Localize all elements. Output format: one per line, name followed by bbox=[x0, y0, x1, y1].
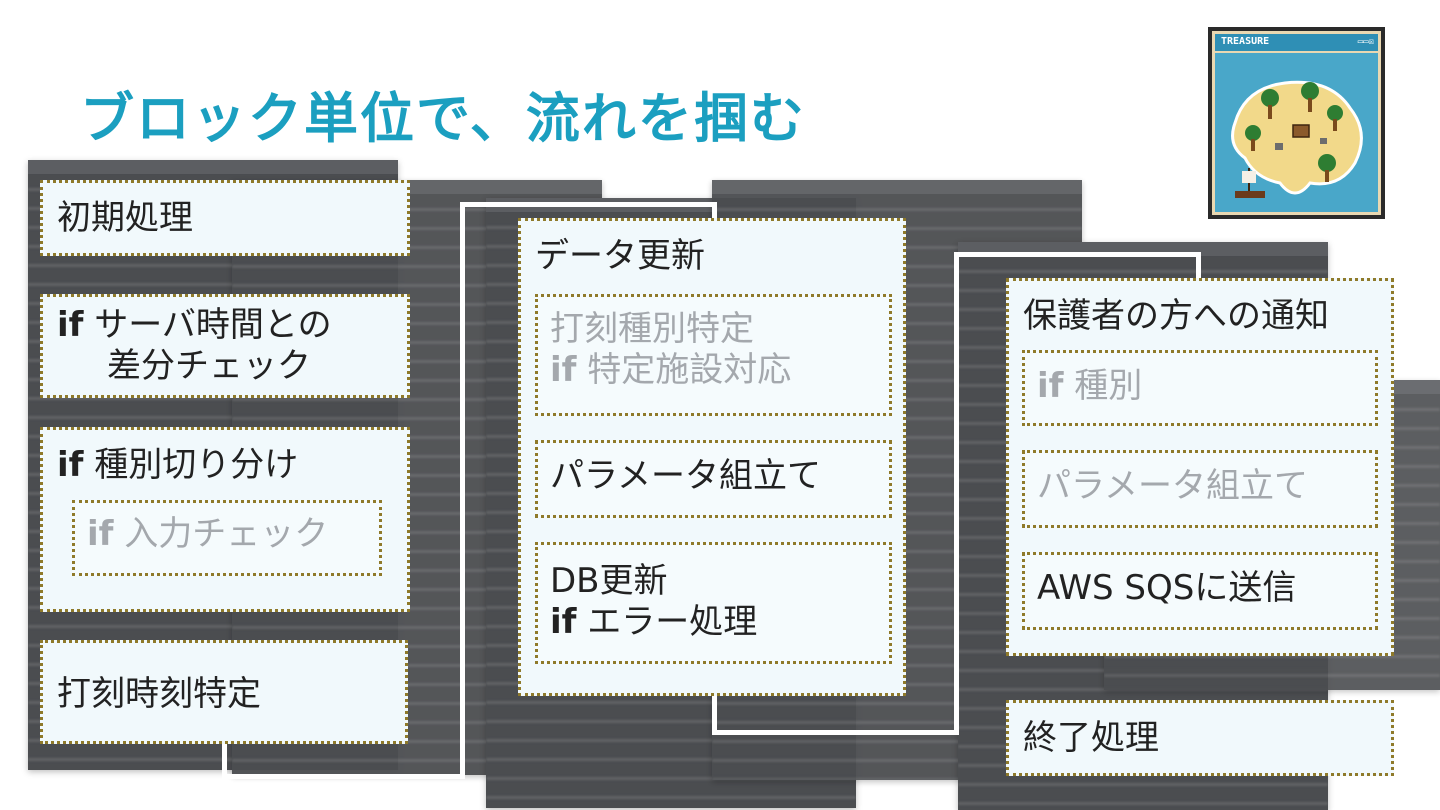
rock-icon bbox=[1275, 138, 1327, 150]
tree-trunk-icon bbox=[1251, 98, 1337, 182]
block-server-diff-line1: サーバ時間との bbox=[83, 305, 332, 345]
treasure-island-image: TREASURE ▭▭☒ bbox=[1208, 27, 1385, 219]
palm-tree-icon bbox=[1245, 82, 1343, 172]
ship-icon bbox=[1235, 168, 1265, 198]
block-data-update-title: データ更新 bbox=[535, 236, 705, 276]
block-sqs-label: AWS SQSに送信 bbox=[1037, 568, 1297, 608]
block-stamp-type-line2: 特定施設対応 bbox=[576, 349, 792, 390]
keyword-if: if bbox=[550, 601, 577, 642]
connector-line bbox=[712, 202, 717, 220]
keyword-if: if bbox=[57, 445, 84, 485]
block-stamp-time-label: 打刻時刻特定 bbox=[57, 674, 261, 714]
connector-line bbox=[222, 740, 227, 778]
keyword-if: if bbox=[57, 305, 84, 345]
block-db-update: DB更新 if エラー処理 bbox=[535, 542, 892, 664]
connector-line bbox=[712, 730, 958, 735]
block-db-update-line1: DB更新 bbox=[550, 561, 668, 601]
block-notify-params-label: パラメータ組立て bbox=[1037, 466, 1308, 506]
keyword-if: if bbox=[1037, 366, 1064, 406]
page-title: ブロック単位で、流れを掴む bbox=[80, 87, 806, 150]
connector-line bbox=[954, 252, 1200, 257]
block-end: 終了処理 bbox=[1006, 700, 1394, 776]
block-type: if 種別 bbox=[1022, 350, 1378, 426]
block-input-check-label: 入力チェック bbox=[113, 514, 329, 554]
block-end-label: 終了処理 bbox=[1023, 718, 1159, 758]
connector-line bbox=[222, 774, 464, 779]
block-notify-params: パラメータ組立て bbox=[1022, 450, 1378, 528]
block-input-check: if 入力チェック bbox=[72, 500, 382, 576]
block-params-label: パラメータ組立て bbox=[550, 456, 821, 496]
block-sqs: AWS SQSに送信 bbox=[1022, 552, 1378, 630]
island-illustration bbox=[1231, 80, 1363, 198]
keyword-if: if bbox=[550, 349, 577, 390]
block-params: パラメータ組立て bbox=[535, 440, 892, 518]
block-init: 初期処理 bbox=[40, 180, 410, 256]
block-type-split-label: 種別切り分け bbox=[83, 445, 299, 485]
block-init-label: 初期処理 bbox=[57, 198, 193, 238]
block-server-diff: if サーバ時間との 差分チェック bbox=[40, 294, 410, 398]
connector-line bbox=[460, 202, 465, 779]
connector-line bbox=[1196, 252, 1201, 280]
keyword-if: if bbox=[87, 514, 114, 554]
treasure-chest-icon bbox=[1292, 124, 1310, 138]
block-type-label: 種別 bbox=[1063, 366, 1143, 406]
connector-line bbox=[712, 692, 717, 734]
block-db-update-line2: エラー処理 bbox=[576, 601, 758, 642]
block-stamp-type-line1: 打刻種別特定 bbox=[550, 309, 754, 349]
block-stamp-type: 打刻種別特定 if 特定施設対応 bbox=[535, 294, 892, 416]
island-title-bar: TREASURE ▭▭☒ bbox=[1215, 34, 1378, 51]
island-label: TREASURE bbox=[1221, 36, 1270, 47]
window-buttons-icon: ▭▭☒ bbox=[1357, 37, 1374, 47]
block-server-diff-line2: 差分チェック bbox=[107, 345, 311, 386]
block-notify-title: 保護者の方への通知 bbox=[1023, 296, 1329, 336]
block-stamp-time: 打刻時刻特定 bbox=[40, 640, 408, 744]
connector-line bbox=[954, 252, 959, 735]
connector-line bbox=[460, 202, 716, 207]
sea-background bbox=[1215, 53, 1378, 212]
